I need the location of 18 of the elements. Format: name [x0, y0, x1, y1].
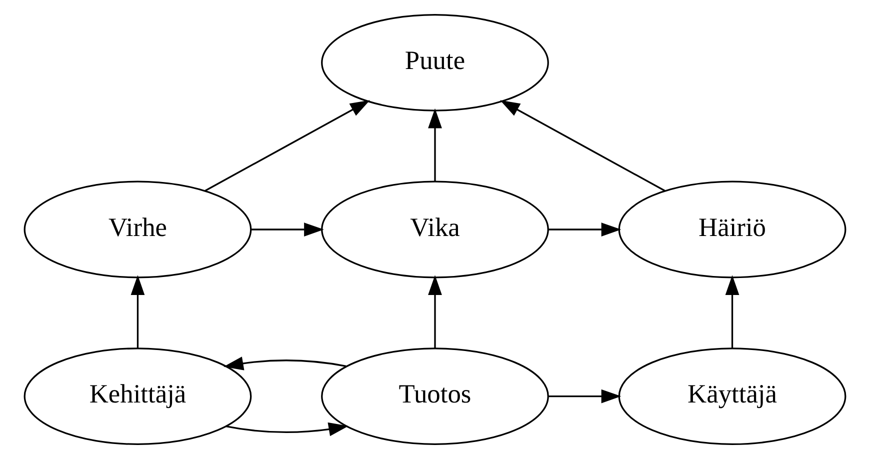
arrow	[224, 356, 346, 370]
arrow	[130, 275, 145, 348]
arrow	[428, 275, 442, 348]
node-ellipse: Kehittäjä	[24, 348, 252, 446]
node-ellipse: Puute	[321, 14, 549, 112]
arrow	[204, 100, 370, 192]
arrow	[725, 275, 740, 348]
node-ellipse: Häiriö	[618, 180, 846, 278]
arrow	[548, 389, 622, 404]
node-ellipse: Virhe	[24, 180, 252, 278]
arrow	[250, 222, 324, 236]
node-ellipse: Vika	[321, 180, 549, 278]
node-ellipse: Tuotos	[321, 348, 549, 446]
arrow	[500, 100, 666, 192]
arrow	[428, 108, 442, 182]
arrow	[548, 222, 622, 236]
arrow	[226, 422, 348, 436]
node-ellipse: Käyttäjä	[618, 348, 846, 446]
